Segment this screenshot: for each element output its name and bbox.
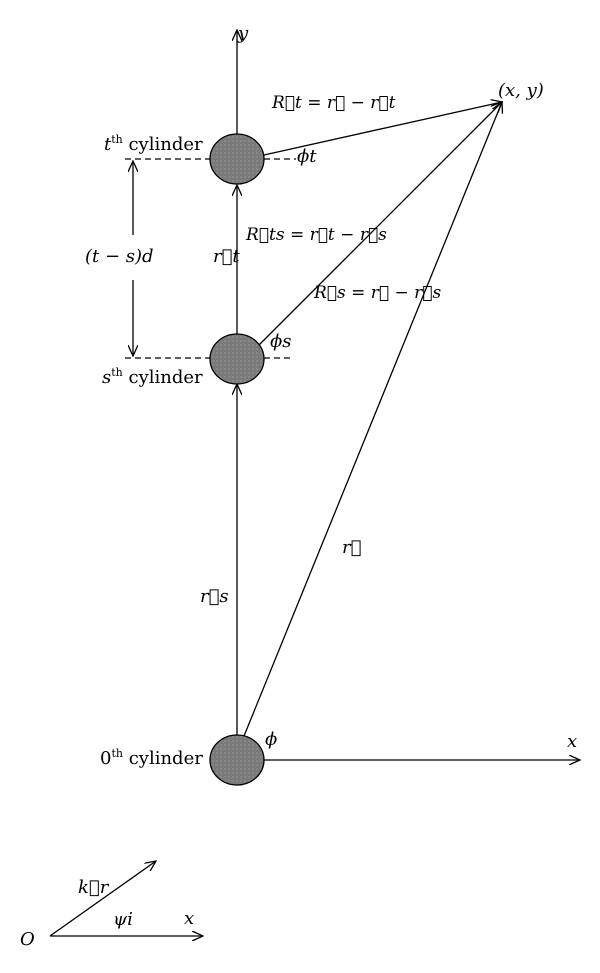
x-axis-label: x	[567, 731, 577, 752]
label-phi-s: ϕs	[270, 331, 292, 352]
vector-r	[243, 102, 502, 737]
point-xy-label: (x, y)	[498, 80, 544, 101]
cylinder-t	[209, 133, 265, 185]
label-rs: r⃗s	[200, 586, 229, 607]
wave-vector-kr	[49, 861, 156, 937]
y-axis-label: y	[237, 23, 249, 44]
label-Rts: R⃗ts = r⃗t − r⃗s	[245, 225, 387, 245]
cylinder-s	[209, 333, 265, 385]
origin-label: O	[20, 929, 35, 950]
distance-label: (t − s)d	[85, 246, 154, 267]
label-psi-i: ψi	[113, 909, 133, 930]
label-phi-t: ϕt	[297, 146, 317, 167]
label-t-cylinder: tth cylinder	[104, 133, 203, 155]
label-phi: ϕ	[265, 729, 277, 750]
label-0-cylinder: 0th cylinder	[100, 747, 203, 769]
cylinder-0	[209, 734, 265, 786]
label-rt: r⃗t	[213, 246, 240, 267]
vector-Rt	[263, 102, 502, 156]
label-Rs: R⃗s = r⃗ − r⃗s	[313, 283, 441, 303]
origin-x-label: x	[184, 908, 194, 929]
label-Rt: R⃗t = r⃗ − r⃗t	[271, 93, 396, 113]
label-s-cylinder: sth cylinder	[102, 366, 203, 388]
label-kr: k⃗r	[78, 877, 110, 898]
label-r: r⃗	[342, 537, 361, 558]
vector-Rs	[257, 102, 502, 347]
